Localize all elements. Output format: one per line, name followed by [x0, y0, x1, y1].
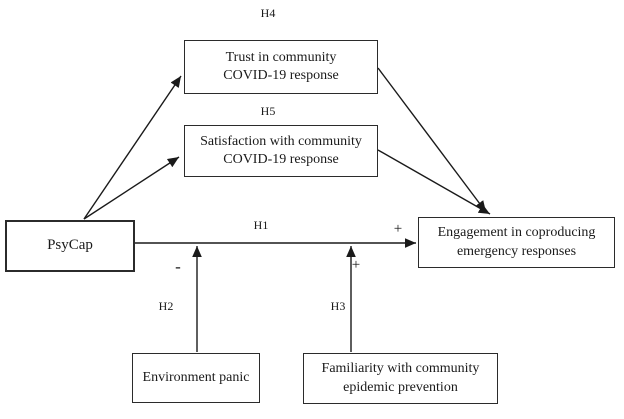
node-satisfaction: Satisfaction with community COVID-19 res…: [184, 125, 378, 177]
hypothesis-label-h3: H3: [330, 299, 346, 313]
node-engagement: Engagement in coproducing emergency resp…: [418, 217, 615, 268]
node-familiarity: Familiarity with community epidemic prev…: [303, 353, 498, 404]
hypothesis-label-h2: H2: [158, 299, 174, 313]
node-trust: Trust in community COVID-19 response: [184, 40, 378, 94]
sign-h1-positive: +: [393, 221, 403, 237]
sign-h2-negative: -: [175, 257, 181, 276]
hypothesis-label-h1: H1: [253, 218, 269, 232]
arrow-satisfaction-to-engagement: [377, 149, 491, 215]
arrow-psycap-to-trust: [83, 75, 182, 220]
sign-h3-positive: +: [351, 257, 361, 273]
node-psycap: PsyCap: [5, 220, 135, 272]
hypothesis-label-h5: H5: [260, 104, 276, 118]
arrow-trust-to-engagement: [377, 67, 487, 213]
hypothesis-label-h4: H4: [260, 6, 276, 20]
node-environment-panic: Environment panic: [132, 353, 260, 403]
arrow-psycap-to-satisfaction: [83, 156, 180, 220]
